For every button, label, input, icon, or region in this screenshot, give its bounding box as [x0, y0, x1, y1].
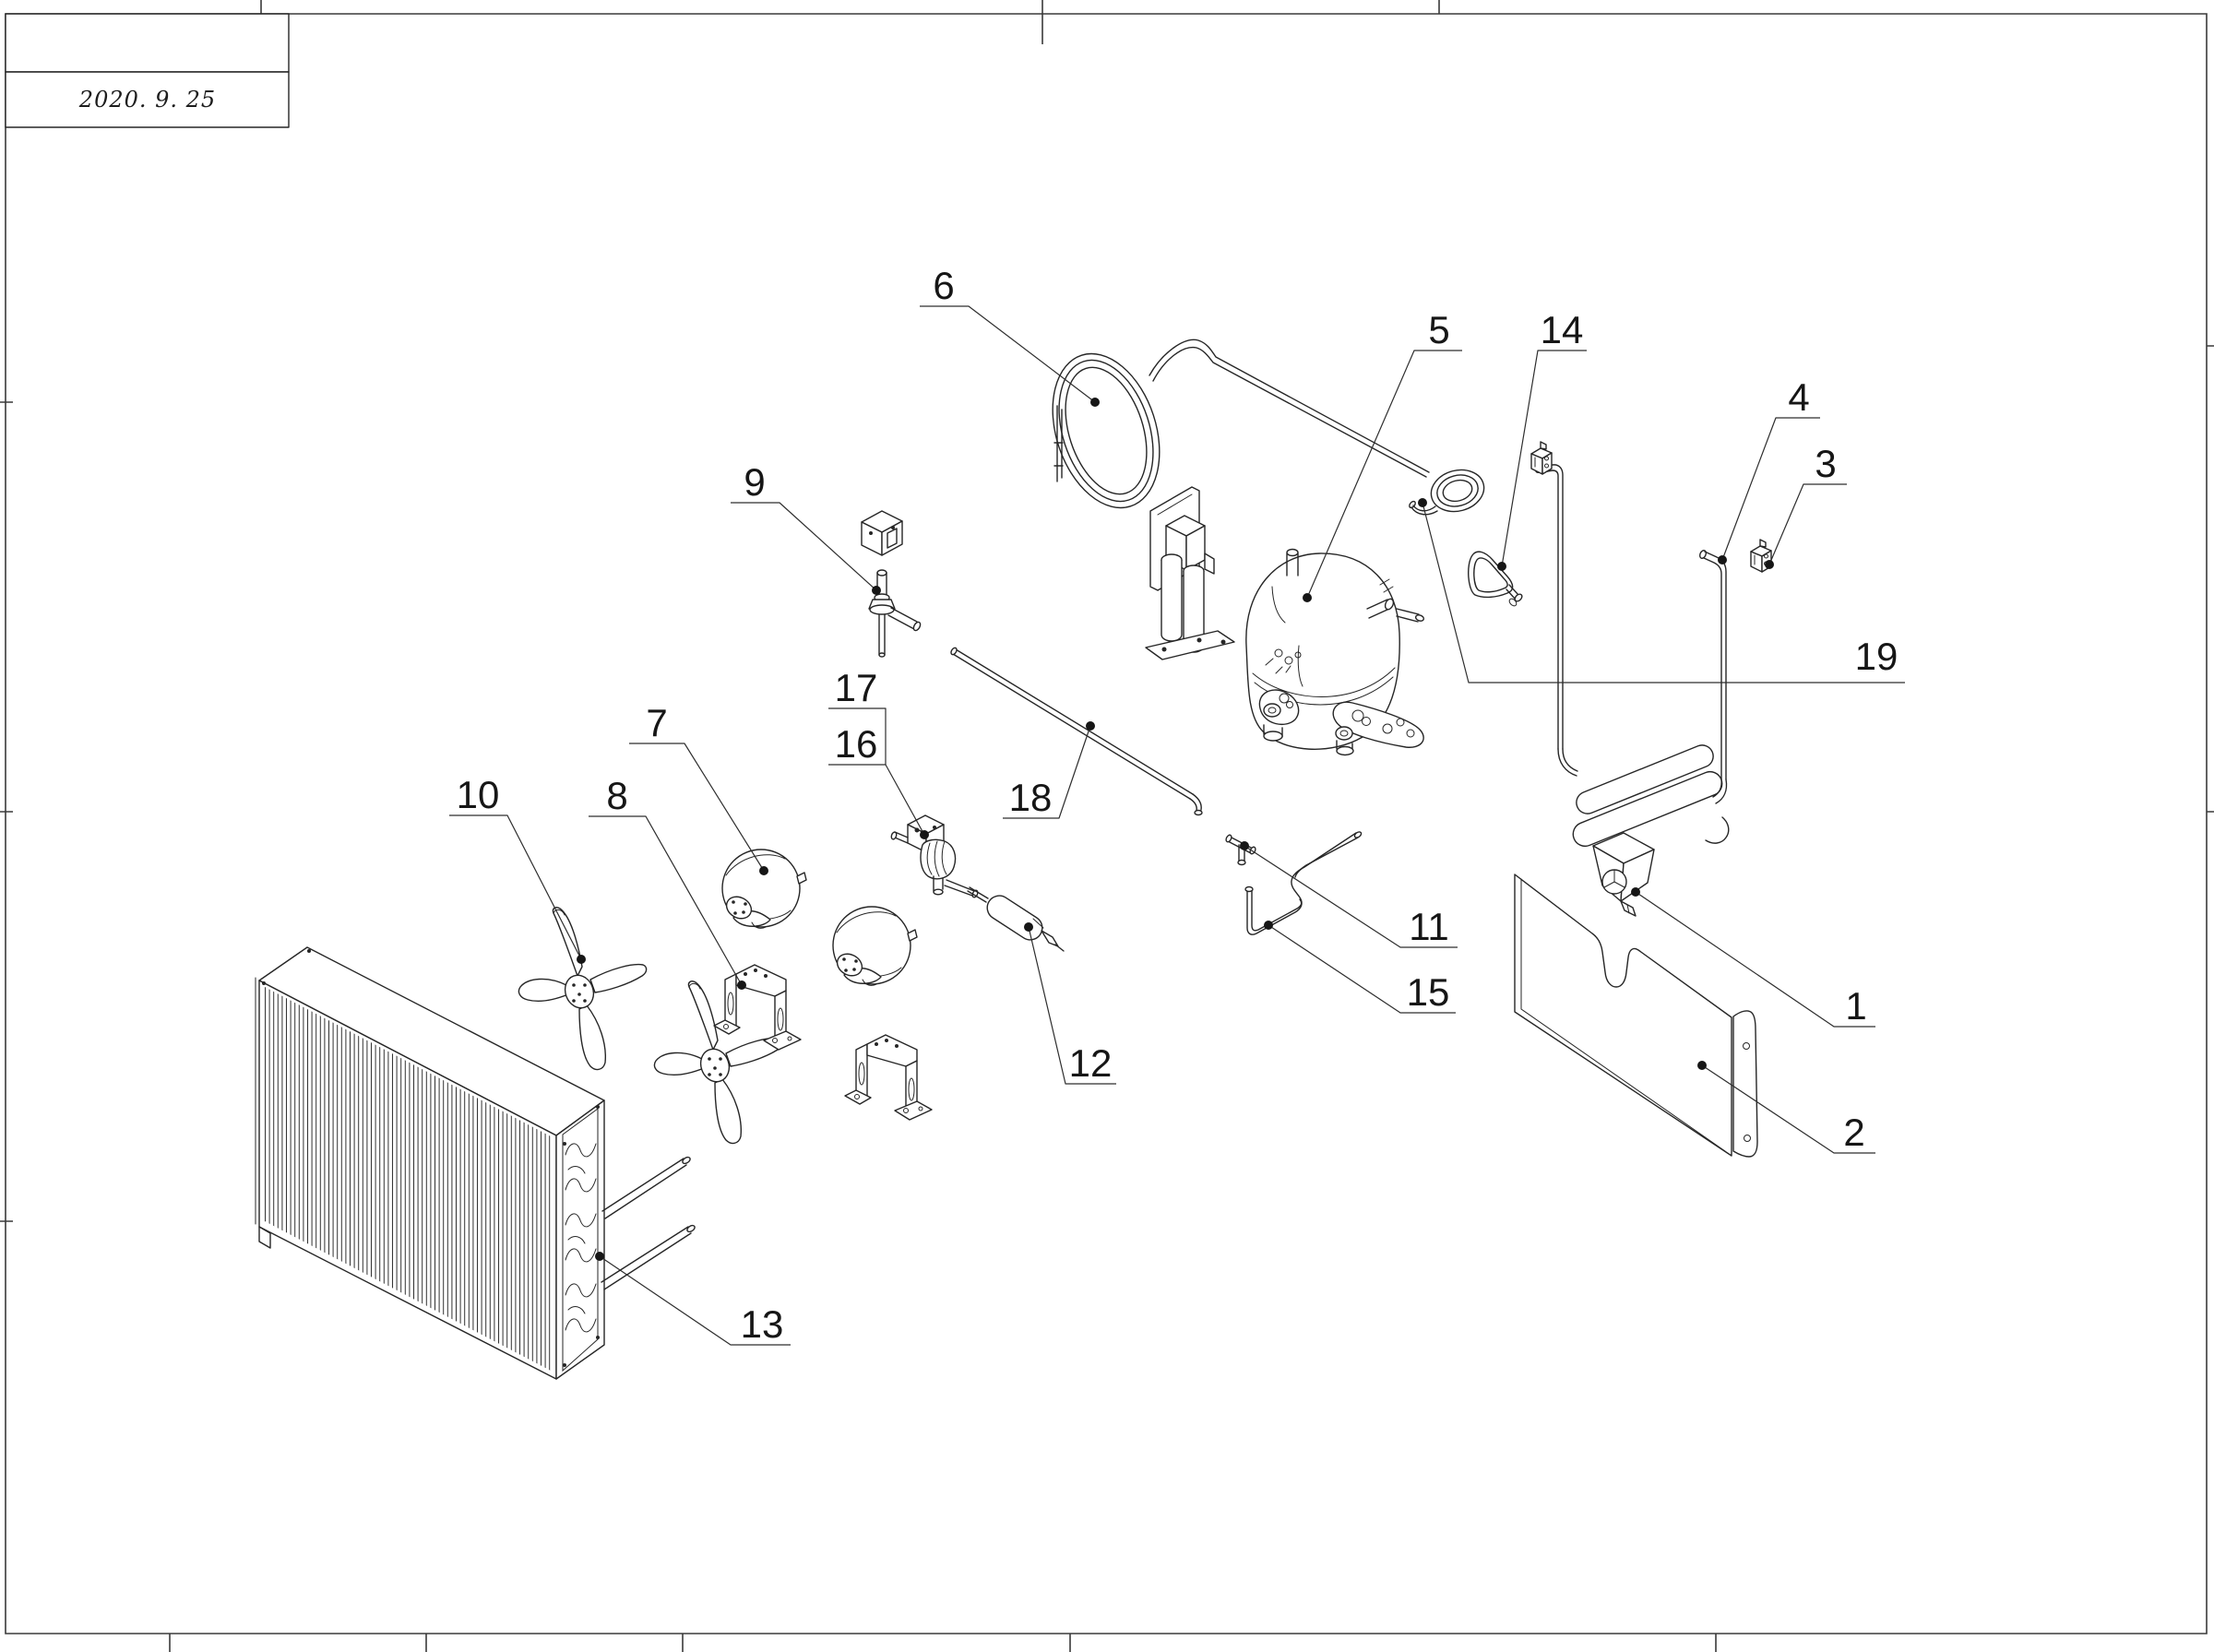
tee-fitting: [1225, 834, 1256, 864]
part-number-19: 19: [1855, 635, 1899, 678]
callout-10: 10: [449, 773, 586, 964]
condenser: [256, 947, 696, 1379]
callout-13: 13: [595, 1252, 791, 1346]
callout-dot-19: [1418, 498, 1427, 507]
callout-8: 8: [589, 774, 746, 990]
part-number-9: 9: [744, 460, 765, 504]
part-number-3: 3: [1815, 442, 1836, 485]
part-number-2: 2: [1843, 1111, 1864, 1154]
callout-dot-15: [1264, 921, 1273, 930]
callout-dot-5: [1303, 593, 1312, 602]
hinge-bracket: [1593, 833, 1654, 916]
cover-panel: [1515, 874, 1757, 1157]
callout-4: 4: [1718, 375, 1820, 565]
callout-dot-13: [595, 1252, 604, 1261]
compressor: [1246, 550, 1424, 755]
capillary-tails: [1054, 406, 1063, 481]
pipe-clip-left: [1530, 441, 1553, 475]
callout-5: 5: [1303, 308, 1462, 602]
callout-dot-16: [920, 830, 929, 839]
heater-loop-tube: [1535, 465, 1729, 850]
solenoid-valve: [890, 815, 979, 898]
title-block: 2020. 9. 25: [6, 14, 289, 127]
part-number-13: 13: [741, 1302, 784, 1346]
part-number-4: 4: [1788, 375, 1809, 419]
callout-11: 11: [1240, 841, 1458, 948]
callout-dot-3: [1765, 560, 1774, 569]
capillary-tube-assembly: [1034, 339, 1489, 521]
callout-dot-18: [1086, 721, 1095, 731]
part-number-16: 16: [835, 722, 878, 766]
callout-dot-11: [1240, 841, 1249, 850]
callout-dot-12: [1024, 922, 1033, 932]
callout-17: 17: [828, 666, 886, 765]
callout-dot-9: [872, 586, 881, 595]
condenser-return-bends: [565, 1144, 596, 1332]
callout-19: 19: [1418, 498, 1905, 683]
callout-9: 9: [731, 460, 881, 595]
fan-motor-right: [832, 906, 918, 987]
callout-dot-4: [1718, 555, 1727, 565]
fan-blade-left: [518, 907, 648, 1071]
callout-dot-14: [1497, 562, 1506, 571]
callout-dot-10: [577, 955, 586, 964]
part-number-12: 12: [1069, 1041, 1113, 1085]
callout-14: 14: [1497, 308, 1587, 571]
part-number-7: 7: [646, 701, 667, 744]
filter-drier: [968, 887, 1064, 951]
suction-pipe-15: [1245, 831, 1363, 935]
callout-dot-7: [759, 866, 768, 875]
part-number-6: 6: [933, 264, 954, 307]
callout-15: 15: [1264, 921, 1456, 1014]
part-number-18: 18: [1009, 776, 1053, 819]
part-number-11: 11: [1409, 905, 1449, 948]
part-number-1: 1: [1845, 984, 1866, 1028]
fan-blade-right: [653, 981, 783, 1145]
callout-2: 2: [1697, 1061, 1875, 1154]
part-number-10: 10: [457, 773, 500, 816]
capillary-pipe-18: [950, 647, 1202, 814]
suction-coil: [1426, 464, 1488, 517]
callout-7: 7: [629, 701, 768, 875]
callout-dot-2: [1697, 1061, 1707, 1070]
fan-motor-left: [721, 849, 807, 930]
motor-bracket-right: [844, 1034, 933, 1121]
callout-18: 18: [1003, 721, 1095, 819]
callout-16: 16: [828, 722, 929, 839]
callout-dot-8: [737, 981, 746, 990]
part-number-14: 14: [1541, 308, 1584, 351]
wire-handle: [1469, 552, 1524, 607]
part-number-5: 5: [1428, 308, 1449, 351]
callout-1: 1: [1631, 887, 1875, 1028]
part-number-8: 8: [606, 774, 627, 817]
access-valve: [862, 511, 922, 657]
callout-12: 12: [1024, 922, 1116, 1085]
compressor-electrical-unit: [1146, 487, 1234, 660]
callout-6: 6: [920, 264, 1100, 407]
part-number-15: 15: [1407, 970, 1450, 1014]
motor-bracket-left: [713, 964, 802, 1051]
part-number-17: 17: [835, 666, 878, 709]
callout-3: 3: [1765, 442, 1847, 569]
date-stamp: 2020. 9. 25: [78, 87, 216, 113]
callout-dot-6: [1090, 398, 1100, 407]
callout-dot-1: [1631, 887, 1640, 897]
